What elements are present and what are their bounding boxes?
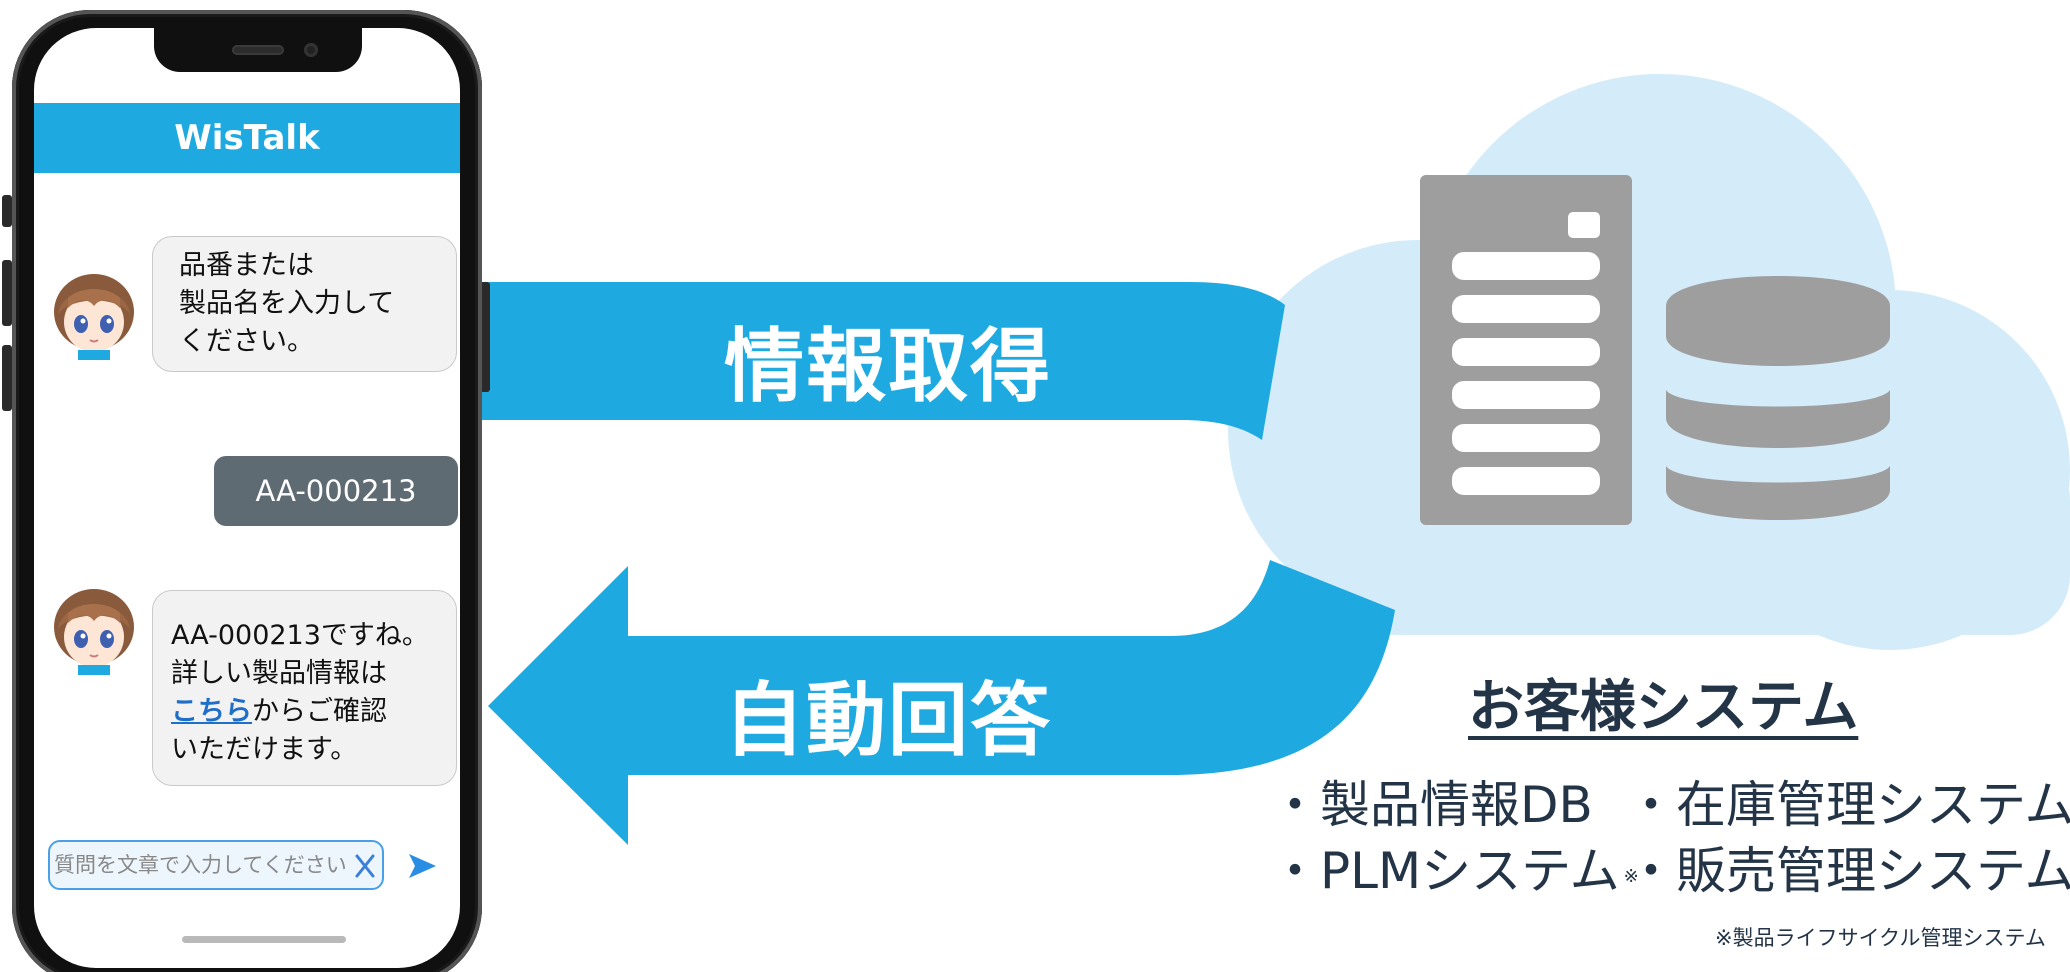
phone-frame: WisTalk 品番または 製品名を入力して ください。 AA-000213 (12, 10, 482, 972)
bot-message-2: AA-000213ですね。 詳しい製品情報は こちらからご確認 いただけます。 (152, 590, 457, 786)
app-title: WisTalk (34, 103, 460, 173)
home-indicator (182, 936, 346, 943)
database-icon (1666, 276, 1890, 520)
system-list-row-2: ・PLMシステム※・販売管理システム (1270, 838, 2070, 910)
system-list-row-1: ・製品情報DB ・在庫管理システム (1270, 772, 2070, 838)
bot-message-2-line-2: 詳しい製品情報は (171, 658, 387, 689)
phone-screen: WisTalk 品番または 製品名を入力して ください。 AA-000213 (34, 28, 460, 968)
phone-mute-switch (2, 195, 12, 227)
avatar-icon (54, 274, 134, 360)
user-message: AA-000213 (214, 456, 458, 526)
system-item-plm: ・PLMシステム※ (1270, 838, 1639, 910)
get-info-arrow (478, 282, 1285, 440)
server-icon (1420, 175, 1632, 525)
after-link-text: からご確認 (252, 696, 387, 727)
phone-notch (154, 28, 362, 72)
bot-message-1-line-1: 品番または (179, 250, 314, 281)
footnote: ※製品ライフサイクル管理システム (1715, 926, 2046, 950)
bot-message-1-line-2: 製品名を入力して (179, 288, 395, 319)
system-item-inventory: ・在庫管理システム (1626, 776, 2070, 834)
bot-message-2-line-4: いただけます。 (171, 734, 358, 765)
clear-icon[interactable] (352, 852, 378, 880)
send-icon[interactable] (406, 850, 438, 882)
bot-message-1-line-3: ください。 (179, 326, 314, 357)
bot-message-1: 品番または 製品名を入力して ください。 (152, 236, 457, 372)
phone-volume-down (2, 345, 12, 411)
product-info-link[interactable]: こちら (171, 696, 252, 727)
auto-reply-label: 自動回答 (724, 674, 1052, 767)
bot-message-2-line-1: AA-000213ですね。 (171, 620, 429, 651)
avatar-icon (54, 589, 134, 675)
system-item-sales: ・販売管理システム (1626, 842, 2070, 900)
system-list: ・製品情報DB ・在庫管理システム ・PLMシステム※・販売管理システム (1270, 772, 2070, 910)
message-input-placeholder: 質問を文章で入力してください (54, 853, 347, 877)
speaker-icon (232, 45, 284, 55)
auto-reply-arrow (488, 560, 1395, 845)
system-item-product-db: ・製品情報DB (1270, 776, 1593, 834)
system-title: お客様システム (1468, 675, 1859, 740)
bot-message-2-line-3: こちらからご確認 (171, 693, 456, 731)
footnote-mark: ※ (1623, 866, 1639, 887)
system-item-plm-label: ・PLMシステム (1270, 842, 1620, 900)
get-info-label: 情報取得 (724, 320, 1052, 413)
message-input[interactable]: 質問を文章で入力してください (48, 840, 384, 890)
cloud-icon (1228, 74, 2070, 650)
camera-icon (304, 43, 318, 57)
phone-volume-up (2, 260, 12, 326)
phone-power-button (480, 282, 490, 392)
